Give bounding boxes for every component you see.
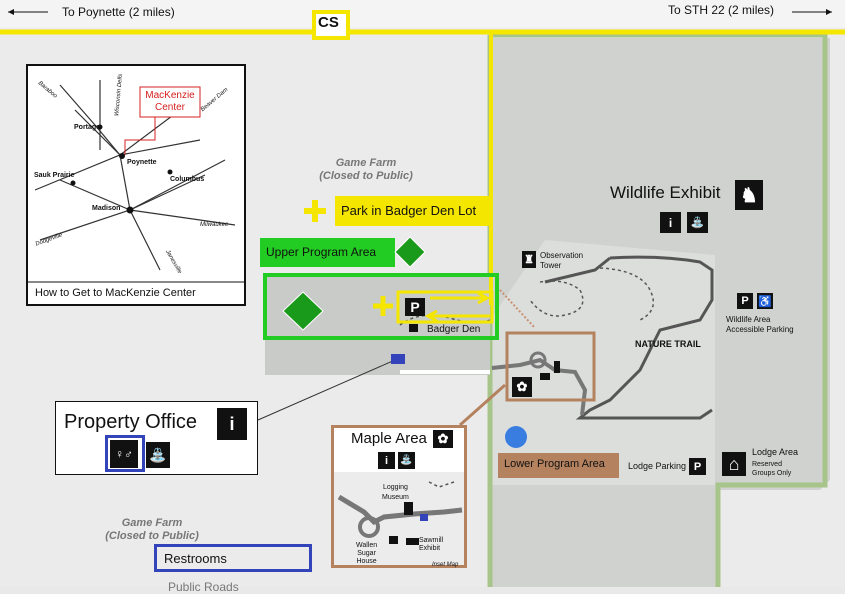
lower-program-highlight [505,331,596,402]
inset-map-label: Inset Map [432,562,459,568]
maple-leaf-icon: ✿ [433,430,453,448]
wallen-sugar-building [389,536,398,544]
museum-building [554,361,560,373]
maple-inset-path [337,494,463,526]
poynette-dot [119,153,125,159]
nature-trail-label: NATURE TRAIL [635,339,701,349]
sawmill-building [406,538,419,545]
lower-maple-icon: ✿ [512,377,532,397]
maple-inset-restroom [420,514,428,521]
wallen-sugar-label: Wallen Sugar House [356,542,378,565]
town-madison: Madison [92,205,121,212]
tower-icon: ♜ [522,251,536,268]
park-badger-label-bg [335,196,491,226]
property-boundary [490,32,828,587]
mackenzie-leader [124,117,156,155]
nature-trail-loop [575,255,714,420]
accessible-icon: ♿ [757,293,773,309]
town-poynette: Poynette [127,159,157,166]
lodge-area-label: Lodge Area [752,447,799,457]
arrow-right-head [826,9,832,15]
top-strip [0,0,845,28]
yellow-arrow-right [430,291,491,305]
green-diamond-large [282,291,324,331]
yellow-arrow-left [424,309,490,323]
lodge-parking-icon: P [689,458,706,475]
wildlife-water-icon: ⛲ [687,212,708,233]
observation-tower-label: Observation Tower [540,251,584,270]
water-icon: ⛲ [146,442,170,468]
green-diamond-small [394,236,426,268]
yellow-plus-marker-2 [373,296,393,316]
sawmill-label: Sawmill Exhibit [419,537,444,552]
maple-inset-map [334,472,464,565]
public-roads-label: Public Roads [168,580,239,594]
town-portage: Portage [74,124,101,131]
yellow-plus-marker [304,200,326,222]
madison-dot [126,206,134,214]
lodge-reserved-label: Reserved Groups Only [752,461,792,477]
dashed-trail-3 [399,314,491,326]
trail-connector [544,256,611,284]
maple-inset-bg [334,472,464,565]
restrooms-label: Restrooms [164,551,227,566]
restroom-marker [391,354,405,364]
brown-dashed-link [499,289,536,329]
dashed-trail-1 [529,280,584,317]
dashed-trail-2 [599,267,655,321]
wildlife-info-icon: i [660,212,681,233]
parking-icon: P [405,298,425,316]
wildlife-parking-label: Wildlife Area Accessible Parking [726,315,794,334]
restroom-highlight [105,435,145,472]
office-pointer-line [257,359,396,421]
badger-den-building [409,324,418,332]
deer-icon: ♞ [735,180,763,210]
arrow-left-head [8,9,14,15]
town-columbus: Columbus [170,176,205,183]
lower-program-label: Lower Program Area [504,458,605,470]
columbus-dot [167,169,173,175]
upper-program-label-bg [260,238,395,267]
lodge-parking-label: Lodge Parking [628,461,687,471]
road-milwaukee: Milwaukee [200,222,229,228]
sauk-prairie-dot [70,180,76,186]
logging-museum-label: Logging Museum [382,484,409,501]
game-farm-top-label: Game Farm (Closed to Public) [319,157,413,182]
mackenzie-center-label: MacKenzie Center [145,90,195,113]
sugarhouse-building [540,373,550,380]
upper-program-highlight [263,273,499,340]
office-person-icon: i [217,408,247,440]
maple-water-icon: ⛲ [398,452,415,469]
maple-area-label: Maple Area [351,430,427,447]
restroom-icon: ♀♂ [110,440,138,468]
logging-museum-building [404,502,413,515]
wildlife-exhibit-label: Wildlife Exhibit [610,183,721,202]
maple-inset-loop [358,516,380,538]
inset-caption: How to Get to MacKenzie Center [35,287,196,299]
portage-dot [97,124,103,130]
park-badger-label: Park in Badger Den Lot [341,203,477,218]
cs-badge-box [312,10,350,40]
badger-den-label: Badger Den [427,324,481,335]
game-farm-bottom-label: Game Farm (Closed to Public) [105,517,199,542]
loop-circle [529,351,547,369]
pond [505,426,527,448]
upper-program-label: Upper Program Area [266,245,377,259]
restrooms-label-box [154,544,312,572]
accessible-parking-p-icon: P [737,293,753,309]
lodge-icon: ⌂ [722,452,746,476]
maple-info-icon: i [378,452,395,469]
road-label-poynette: To Poynette (2 miles) [62,5,175,19]
inset-location-map [26,64,246,306]
road-label-sth22: To STH 22 (2 miles) [668,3,775,17]
town-sauk-prairie: Sauk Prairie [34,172,75,179]
maple-pointer-line [459,383,506,427]
clearing-area [490,240,715,485]
cs-badge: CS [318,14,339,31]
mackenzie-callout [139,86,201,118]
parking-highlight [396,290,494,324]
property-office-label: Property Office [64,411,198,433]
lower-program-label-bg [498,453,619,478]
